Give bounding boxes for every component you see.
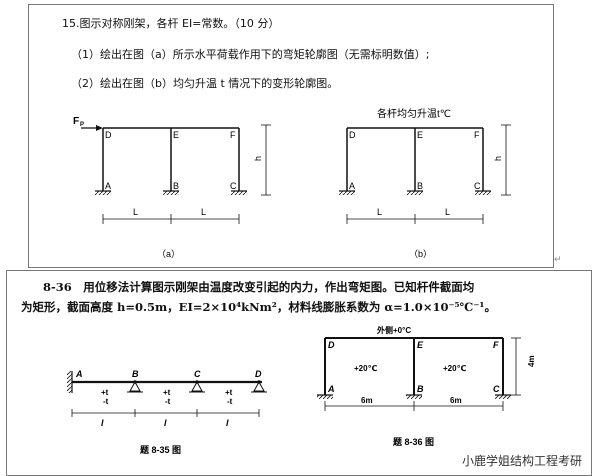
height-label: h [253,156,263,161]
node-label: A [349,181,355,191]
problem-15-figures: F P D E F A B C [73,107,511,259]
node-label: A [75,369,83,379]
height-label: 4m [527,355,536,367]
temperature-label: +t [101,388,109,397]
load-arrow-head-icon [96,125,103,131]
node-label: D [349,130,356,140]
figure-caption-8-36: 题 8-36 图 [392,437,434,447]
node-label: A [327,384,335,394]
node-label: E [417,130,423,140]
pin-support-icon [127,380,267,393]
span-label: 6m [361,396,373,405]
node-label: B [132,369,139,379]
load-label: F [73,116,79,127]
inner-temperature-label: +20℃ [354,364,378,373]
node-label: C [194,369,201,379]
temperature-label: +t [163,388,171,397]
node-label: D [255,369,262,379]
node-label: F [493,340,499,350]
temperature-label: -t [103,397,109,406]
temperature-label: -t [165,397,171,406]
fixed-support-icon [339,190,491,195]
node-label: C [230,181,237,191]
frame-a: F P D E F A B C [73,116,271,259]
span-label: l [101,418,104,428]
temperature-note: 各杆均匀升温t℃ [377,107,451,120]
temperature-label: -t [227,397,233,406]
node-label: A [105,181,111,191]
outside-temperature-label: 外侧+0°C [377,325,411,335]
problem-15-panel: 15.图示对称刚架，各杆 EI=常数。（10 分） （1）绘出在图（a）所示水平… [28,4,554,268]
inner-temperature-label: +20℃ [443,364,467,373]
load-label-sub: P [80,122,84,128]
frame-b: 各杆均匀升温t℃ D E F A B C h [339,107,511,259]
node-label: E [417,340,424,350]
node-label: E [173,130,179,140]
return-mark: ↵ [554,255,562,265]
span-label: L [133,207,138,217]
span-label: L [377,207,382,217]
problem-15-title: 15.图示对称刚架，各杆 EI=常数。（10 分） [62,17,280,30]
node-label: D [105,130,112,140]
figure-caption-a: （a） [157,249,180,259]
span-label: 6m [450,396,462,405]
span-label: l [164,418,167,428]
span-label: l [226,418,229,428]
node-label: C [493,384,500,394]
problem-15-item-1: （1）绘出在图（a）所示水平荷载作用下的弯矩轮廓图（无需标明数值）; [71,48,430,61]
temperature-label: +t [225,388,233,397]
watermark: 小鹿学姐结构工程考研 [458,451,585,470]
node-label: B [417,384,424,394]
problem-15-item-2: （2）绘出在图（b）均匀升温 t 情况下的变形轮廓图。 [71,77,339,90]
problem-8-36-line-1: 8-36 用位移法计算图示刚架由温度改变引起的内力，作出弯矩图。已知杆件截面均 [43,280,475,294]
fixed-support-icon [95,190,247,195]
figure-caption-8-35: 题 8-35 图 [139,445,181,455]
problem-8-36-figures: A B C D +t -t +t -t +t -t l l l 题 8-35 图… [67,325,536,455]
frame-8-36: 外侧+0°C D E F A B C +20℃ +20℃ [317,325,536,447]
span-label: L [201,207,206,217]
beam-8-35: A B C D +t -t +t -t +t -t l l l 题 8-35 图 [67,369,267,455]
node-label: F [474,130,480,140]
node-label: D [328,340,335,350]
node-label: B [417,181,423,191]
figure-caption-b: （b） [409,249,432,259]
height-label: h [493,156,503,161]
span-label: L [445,207,450,217]
fixed-support-icon [317,394,511,399]
problem-8-36-panel: 8-36 用位移法计算图示刚架由温度改变引起的内力，作出弯矩图。已知杆件截面均 … [6,270,592,476]
problem-8-36-line-2: 为矩形，截面高度 h=0.5m，EI=2×10⁴kNm²，材料线膨胀系数为 α=… [21,300,496,314]
fixed-wall-icon [67,371,72,393]
node-label: C [474,181,481,191]
node-label: B [173,181,179,191]
node-label: F [230,130,236,140]
